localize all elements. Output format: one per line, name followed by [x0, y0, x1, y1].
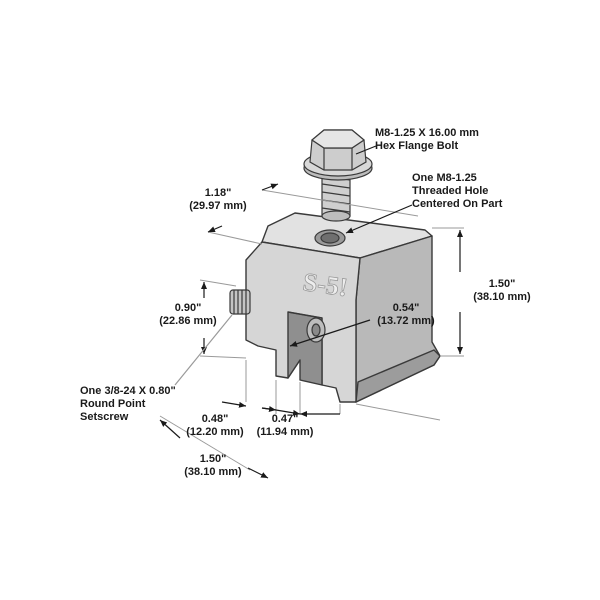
dim-screw-height-inch: 0.90"	[174, 302, 202, 314]
clamp-groove	[355, 349, 441, 403]
setscrew-tip	[306, 317, 326, 343]
setscrew	[229, 289, 251, 315]
dim-leg-width-inch: 0.48"	[201, 413, 229, 425]
callout-setscrew-line1: One 3/8-24 X 0.80"	[80, 385, 176, 397]
dimension-lines	[159, 189, 464, 471]
callout-bolt-line2: Hex Flange Bolt	[375, 140, 459, 152]
dim-leg-width: 0.48" (12.20 mm)	[180, 413, 250, 439]
callout-bolt: M8-1.25 X 16.00 mm Hex Flange Bolt	[375, 127, 479, 153]
hex-flange-bolt	[303, 129, 373, 222]
dim-slot-height-inch: 0.54"	[392, 302, 420, 314]
dim-slot-width-inch: 0.47"	[271, 413, 299, 425]
dim-depth-top-mm: (29.97 mm)	[189, 200, 247, 212]
dim-screw-height-mm: (22.86 mm)	[159, 315, 217, 327]
dim-width-bottom-inch: 1.50"	[199, 453, 227, 465]
callout-hole-line1: One M8-1.25	[412, 172, 477, 184]
callout-setscrew: One 3/8-24 X 0.80" Round Point Setscrew	[80, 385, 176, 424]
dim-height-right: 1.50" (38.10 mm)	[462, 278, 542, 304]
dim-leg-width-mm: (12.20 mm)	[186, 426, 244, 438]
callout-hole-line2: Threaded Hole	[412, 185, 489, 197]
dim-depth-top-inch: 1.18"	[204, 187, 232, 199]
dim-slot-width-mm: (11.94 mm)	[256, 426, 314, 438]
callout-bolt-line1: M8-1.25 X 16.00 mm	[375, 127, 479, 139]
callout-setscrew-line3: Setscrew	[80, 411, 129, 423]
dim-height-right-mm: (38.10 mm)	[473, 291, 531, 303]
dim-screw-height: 0.90" (22.86 mm)	[150, 302, 226, 328]
clamp-body	[245, 212, 441, 403]
dim-depth-top: 1.18" (29.97 mm)	[183, 187, 253, 213]
dim-slot-height: 0.54" (13.72 mm)	[368, 302, 444, 328]
callout-hole-line3: Centered On Part	[412, 198, 503, 210]
dim-width-bottom: 1.50" (38.10 mm)	[178, 453, 248, 479]
callout-setscrew-line2: Round Point	[80, 398, 146, 410]
threaded-hole	[314, 229, 346, 247]
s5-logo: S-5!	[301, 267, 349, 302]
dim-height-right-inch: 1.50"	[488, 278, 516, 290]
callout-hole: One M8-1.25 Threaded Hole Centered On Pa…	[412, 172, 502, 211]
dim-slot-width: 0.47" (11.94 mm)	[250, 413, 320, 439]
dim-slot-height-mm: (13.72 mm)	[377, 315, 435, 327]
dim-width-bottom-mm: (38.10 mm)	[184, 466, 242, 478]
dimension-arrows	[159, 145, 463, 479]
